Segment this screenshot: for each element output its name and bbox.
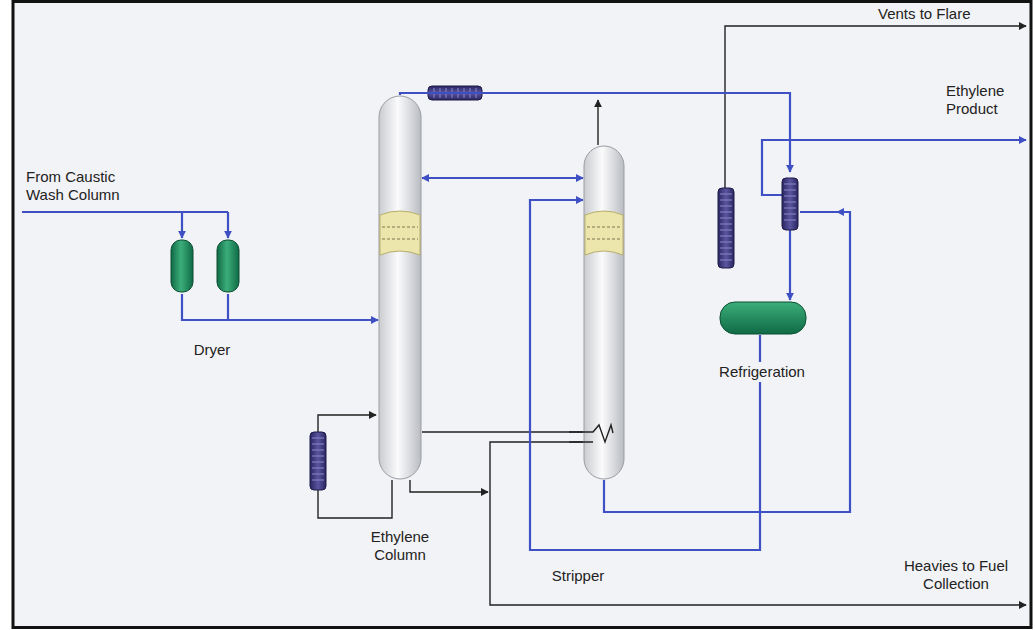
process-stream xyxy=(604,212,850,512)
dryer-vessels: Dryer xyxy=(168,238,240,294)
vessel-outline xyxy=(378,95,422,480)
equipment-label: Ethylene Column xyxy=(360,528,440,564)
refrigeration-drum: Refrigeration xyxy=(712,172,837,335)
stripper-column: Stripper xyxy=(583,145,625,480)
equipment-label: Dryer xyxy=(172,341,252,359)
ethylene-column: Ethylene Column xyxy=(378,95,422,480)
equipment-label: Refrigeration xyxy=(699,362,825,382)
equipment-label: Stripper xyxy=(533,567,623,585)
stream-label: From Caustic Wash Column xyxy=(26,168,150,204)
stream-label: Ethylene Product xyxy=(946,82,1028,118)
vessel-outline xyxy=(583,145,625,480)
process-stream xyxy=(182,294,378,320)
vessel-outline xyxy=(168,238,240,294)
stream-label: Heavies to Fuel Collection xyxy=(896,557,1016,593)
stream-label: Vents to Flare xyxy=(878,5,1008,23)
process-stream xyxy=(422,177,583,179)
vessel-outline xyxy=(712,172,837,335)
